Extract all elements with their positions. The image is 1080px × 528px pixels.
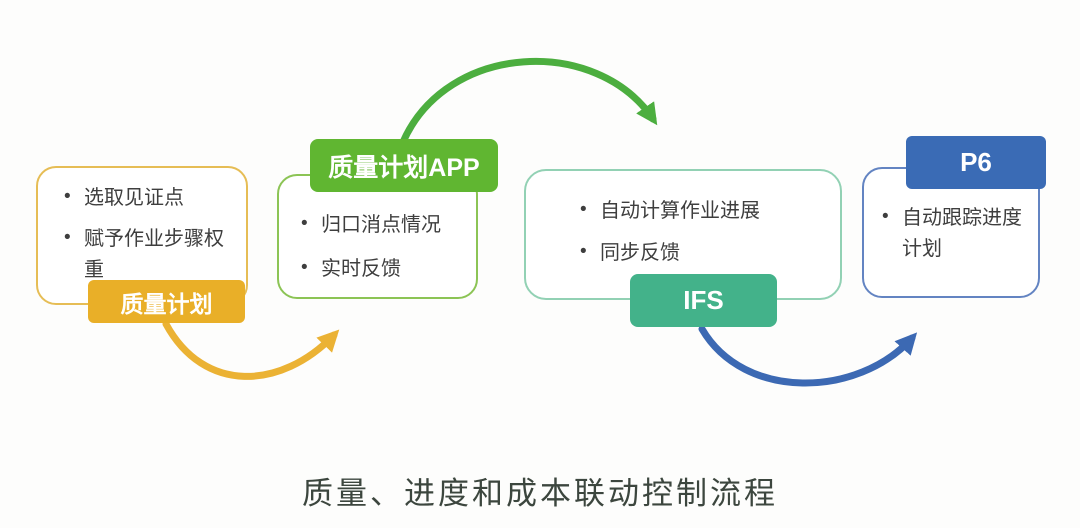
stage-card-quality-plan-list: 选取见证点 赋予作业步骤权重 (58, 182, 234, 286)
stage-card-p6-list: 自动跟踪进度计划 (876, 202, 1028, 265)
diagram-title: 质量、进度和成本联动控制流程 (302, 476, 778, 512)
list-item: 同步反馈 (574, 237, 830, 269)
stage-label-p6: P6 (906, 136, 1046, 189)
stage-card-ifs-list: 自动计算作业进展 同步反馈 (574, 195, 830, 269)
stage-label-quality-plan: 质量计划 (88, 280, 245, 323)
stage-card-quality-app-list: 归口消点情况 实时反馈 (295, 209, 466, 285)
arrow-ifs-to-p6 (698, 325, 918, 387)
stage-card-quality-app: 归口消点情况 实时反馈 (277, 174, 478, 299)
list-item: 自动计算作业进展 (574, 195, 830, 227)
list-item: 自动跟踪进度计划 (876, 202, 1028, 265)
stage-label-quality-app: 质量计划APP (310, 139, 498, 192)
list-item: 赋予作业步骤权重 (58, 223, 234, 286)
stage-card-quality-plan: 选取见证点 赋予作业步骤权重 (36, 166, 248, 305)
stage-label-ifs: IFS (630, 274, 777, 327)
arrow-app-to-ifs (399, 57, 658, 146)
arrow-quality-plan-to-app (162, 320, 340, 380)
list-item: 选取见证点 (58, 182, 234, 214)
list-item: 归口消点情况 (295, 209, 466, 241)
list-item: 实时反馈 (295, 253, 466, 285)
